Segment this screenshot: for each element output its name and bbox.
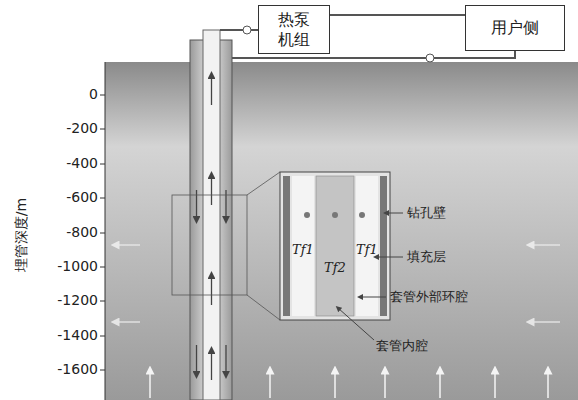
tick-label: 0 (89, 87, 98, 102)
axis-ticks (100, 95, 105, 370)
inset (280, 172, 390, 320)
zoom-line (247, 172, 280, 195)
part-label: 套管外部环腔 (390, 290, 468, 304)
tick-label: -1600 (57, 362, 98, 377)
tick-label: -400 (66, 156, 98, 171)
ground (105, 62, 578, 400)
temperature-label: Tf1 (356, 243, 378, 257)
part-label: 钻孔壁 (407, 206, 446, 220)
part-label: 套管内腔 (376, 339, 428, 353)
zoom-frame (172, 195, 247, 295)
tick-label: -800 (66, 225, 98, 240)
inner-pipe (203, 30, 220, 400)
tick-label: -1000 (57, 259, 98, 274)
box-label: 用户侧 (491, 18, 539, 37)
part-label: 填充层 (407, 250, 446, 264)
pump-symbol (243, 26, 251, 34)
axis-line (105, 62, 106, 400)
process-box: 用户侧 (465, 5, 565, 51)
tick-label: -1200 (57, 293, 98, 308)
temperature-label: Tf2 (324, 261, 346, 275)
flow-arrows (197, 75, 227, 380)
axis-title: 埋管深度/m (14, 198, 29, 272)
temperature-label: Tf1 (292, 243, 314, 257)
pump-symbol (426, 54, 434, 62)
pipe-connector (330, 14, 465, 16)
leader-lines (338, 213, 403, 340)
process-box: 热泵 机组 (258, 5, 330, 54)
tick-label: -600 (66, 190, 98, 205)
tick-label: -1400 (57, 328, 98, 343)
box-label: 热泵 机组 (269, 10, 319, 48)
tick-label: -200 (66, 121, 98, 136)
zoom-line (247, 295, 280, 320)
